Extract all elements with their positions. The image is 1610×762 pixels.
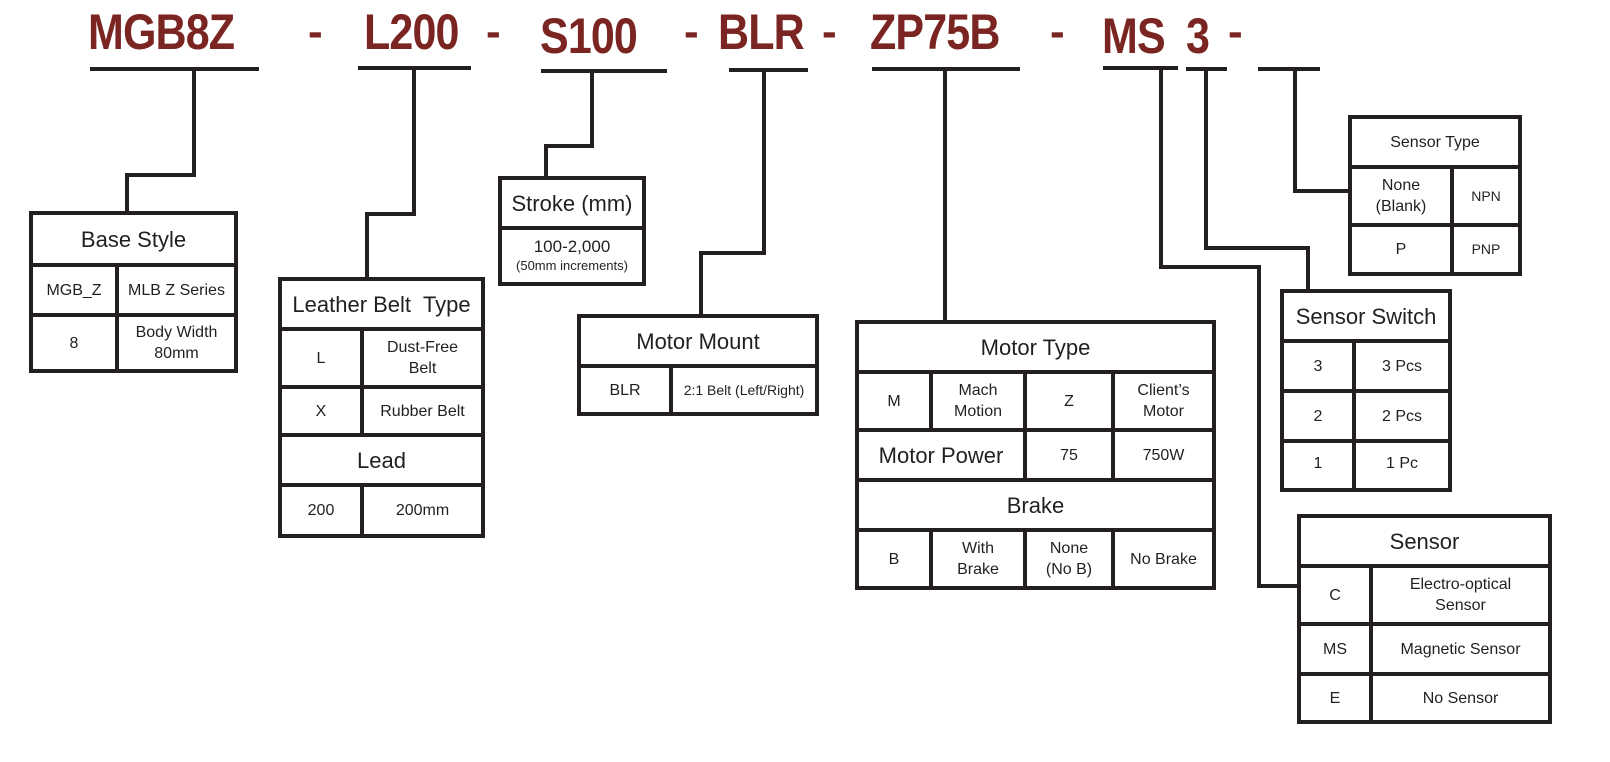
code-base-style: MGB8Z: [88, 4, 235, 60]
separator: -: [486, 7, 501, 56]
option-code: Z: [1023, 370, 1115, 432]
option-description: No Sensor: [1369, 672, 1552, 724]
connector-sensor-type: [1293, 69, 1350, 193]
option-code: MGB_Z: [29, 263, 119, 317]
sensor-switch-title: Sensor Switch: [1280, 289, 1452, 343]
option-description: Magnetic Sensor: [1369, 622, 1552, 676]
connector-base-style: [125, 69, 196, 212]
leather-belt-type-title: Leather Belt Type: [278, 277, 485, 331]
separator: -: [822, 7, 837, 56]
option-description: 2 Pcs: [1352, 389, 1452, 443]
code-motor-mount: BLR: [718, 4, 805, 60]
option-code: L: [278, 327, 364, 389]
base-style-title: Base Style: [29, 211, 238, 267]
option-description: MLB Z Series: [115, 263, 238, 317]
sensor-type-table: Sensor Type None (Blank) NPN P PNP: [1348, 115, 1522, 276]
base-style-table: Base Style MGB_Z MLB Z Series 8 Body Wid…: [29, 211, 238, 373]
code-sensor: MS: [1102, 8, 1166, 64]
stroke-title: Stroke (mm): [498, 176, 646, 230]
option-code: 2: [1280, 389, 1356, 443]
option-description: No Brake: [1111, 528, 1216, 590]
connector-stroke: [544, 71, 594, 178]
option-code: M: [855, 370, 933, 432]
option-code: None (Blank): [1348, 165, 1454, 227]
option-description: 3 Pcs: [1352, 339, 1452, 393]
code-belt-lead: L200: [364, 4, 459, 60]
option-code: 8: [29, 313, 119, 373]
code-sensor-switch: 3: [1186, 8, 1210, 64]
separator: -: [1228, 7, 1243, 56]
stroke-range-cell: 100-2,000 (50mm increments): [498, 226, 646, 286]
option-description: 750W: [1111, 428, 1216, 482]
option-description: 200mm: [360, 483, 485, 538]
option-code: BLR: [577, 364, 673, 416]
option-code: X: [278, 385, 364, 437]
motor-mount-table: Motor Mount BLR 2:1 Belt (Left/Right): [577, 314, 819, 416]
stroke-increment-note: (50mm increments): [516, 258, 628, 273]
option-code: C: [1297, 564, 1373, 626]
option-description: Dust-Free Belt: [360, 327, 485, 389]
connector-motor-mount: [699, 70, 766, 316]
separator: -: [1050, 7, 1065, 56]
sensor-title: Sensor: [1297, 514, 1552, 568]
option-description: Mach Motion: [929, 370, 1027, 432]
option-code: MS: [1297, 622, 1373, 676]
brake-title: Brake: [855, 478, 1216, 532]
code-stroke: S100: [540, 8, 638, 64]
motor-power-label: Motor Power: [855, 428, 1027, 482]
sensor-type-title: Sensor Type: [1348, 115, 1522, 169]
sensor-table: Sensor C Electro-optical Sensor MS Magne…: [1297, 514, 1552, 724]
connector-sensor-switch: [1204, 69, 1310, 291]
option-code: P: [1348, 223, 1454, 276]
stroke-table: Stroke (mm) 100-2,000 (50mm increments): [498, 176, 646, 286]
leather-belt-type-table: Leather Belt Type L Dust-Free Belt X Rub…: [278, 277, 485, 538]
option-code: 1: [1280, 439, 1356, 492]
separator: -: [308, 7, 323, 56]
connector-belt-lead: [365, 68, 416, 279]
option-description: 2:1 Belt (Left/Right): [669, 364, 819, 416]
motor-mount-title: Motor Mount: [577, 314, 819, 368]
option-code: E: [1297, 672, 1373, 724]
option-code: 3: [1280, 339, 1356, 393]
lead-title: Lead: [278, 433, 485, 487]
option-description: Body Width 80mm: [115, 313, 238, 373]
sensor-switch-table: Sensor Switch 3 3 Pcs 2 2 Pcs 1 1 Pc: [1280, 289, 1452, 492]
separator: -: [684, 7, 699, 56]
motor-type-title: Motor Type: [855, 320, 1216, 374]
code-motor: ZP75B: [870, 4, 1000, 60]
option-code: None (No B): [1023, 528, 1115, 590]
option-description: Client’s Motor: [1111, 370, 1216, 432]
option-description: 1 Pc: [1352, 439, 1452, 492]
option-description: With Brake: [929, 528, 1027, 590]
stroke-range: 100-2,000: [533, 237, 611, 256]
option-description: NPN: [1450, 165, 1522, 227]
option-code: B: [855, 528, 933, 590]
connector-sensor: [1159, 68, 1298, 588]
motor-type-table: Motor Type M Mach Motion Z Client’s Moto…: [855, 320, 1216, 590]
option-description: Rubber Belt: [360, 385, 485, 437]
option-description: PNP: [1450, 223, 1522, 276]
option-code: 75: [1023, 428, 1115, 482]
option-code: 200: [278, 483, 364, 538]
option-description: Electro-optical Sensor: [1369, 564, 1552, 626]
